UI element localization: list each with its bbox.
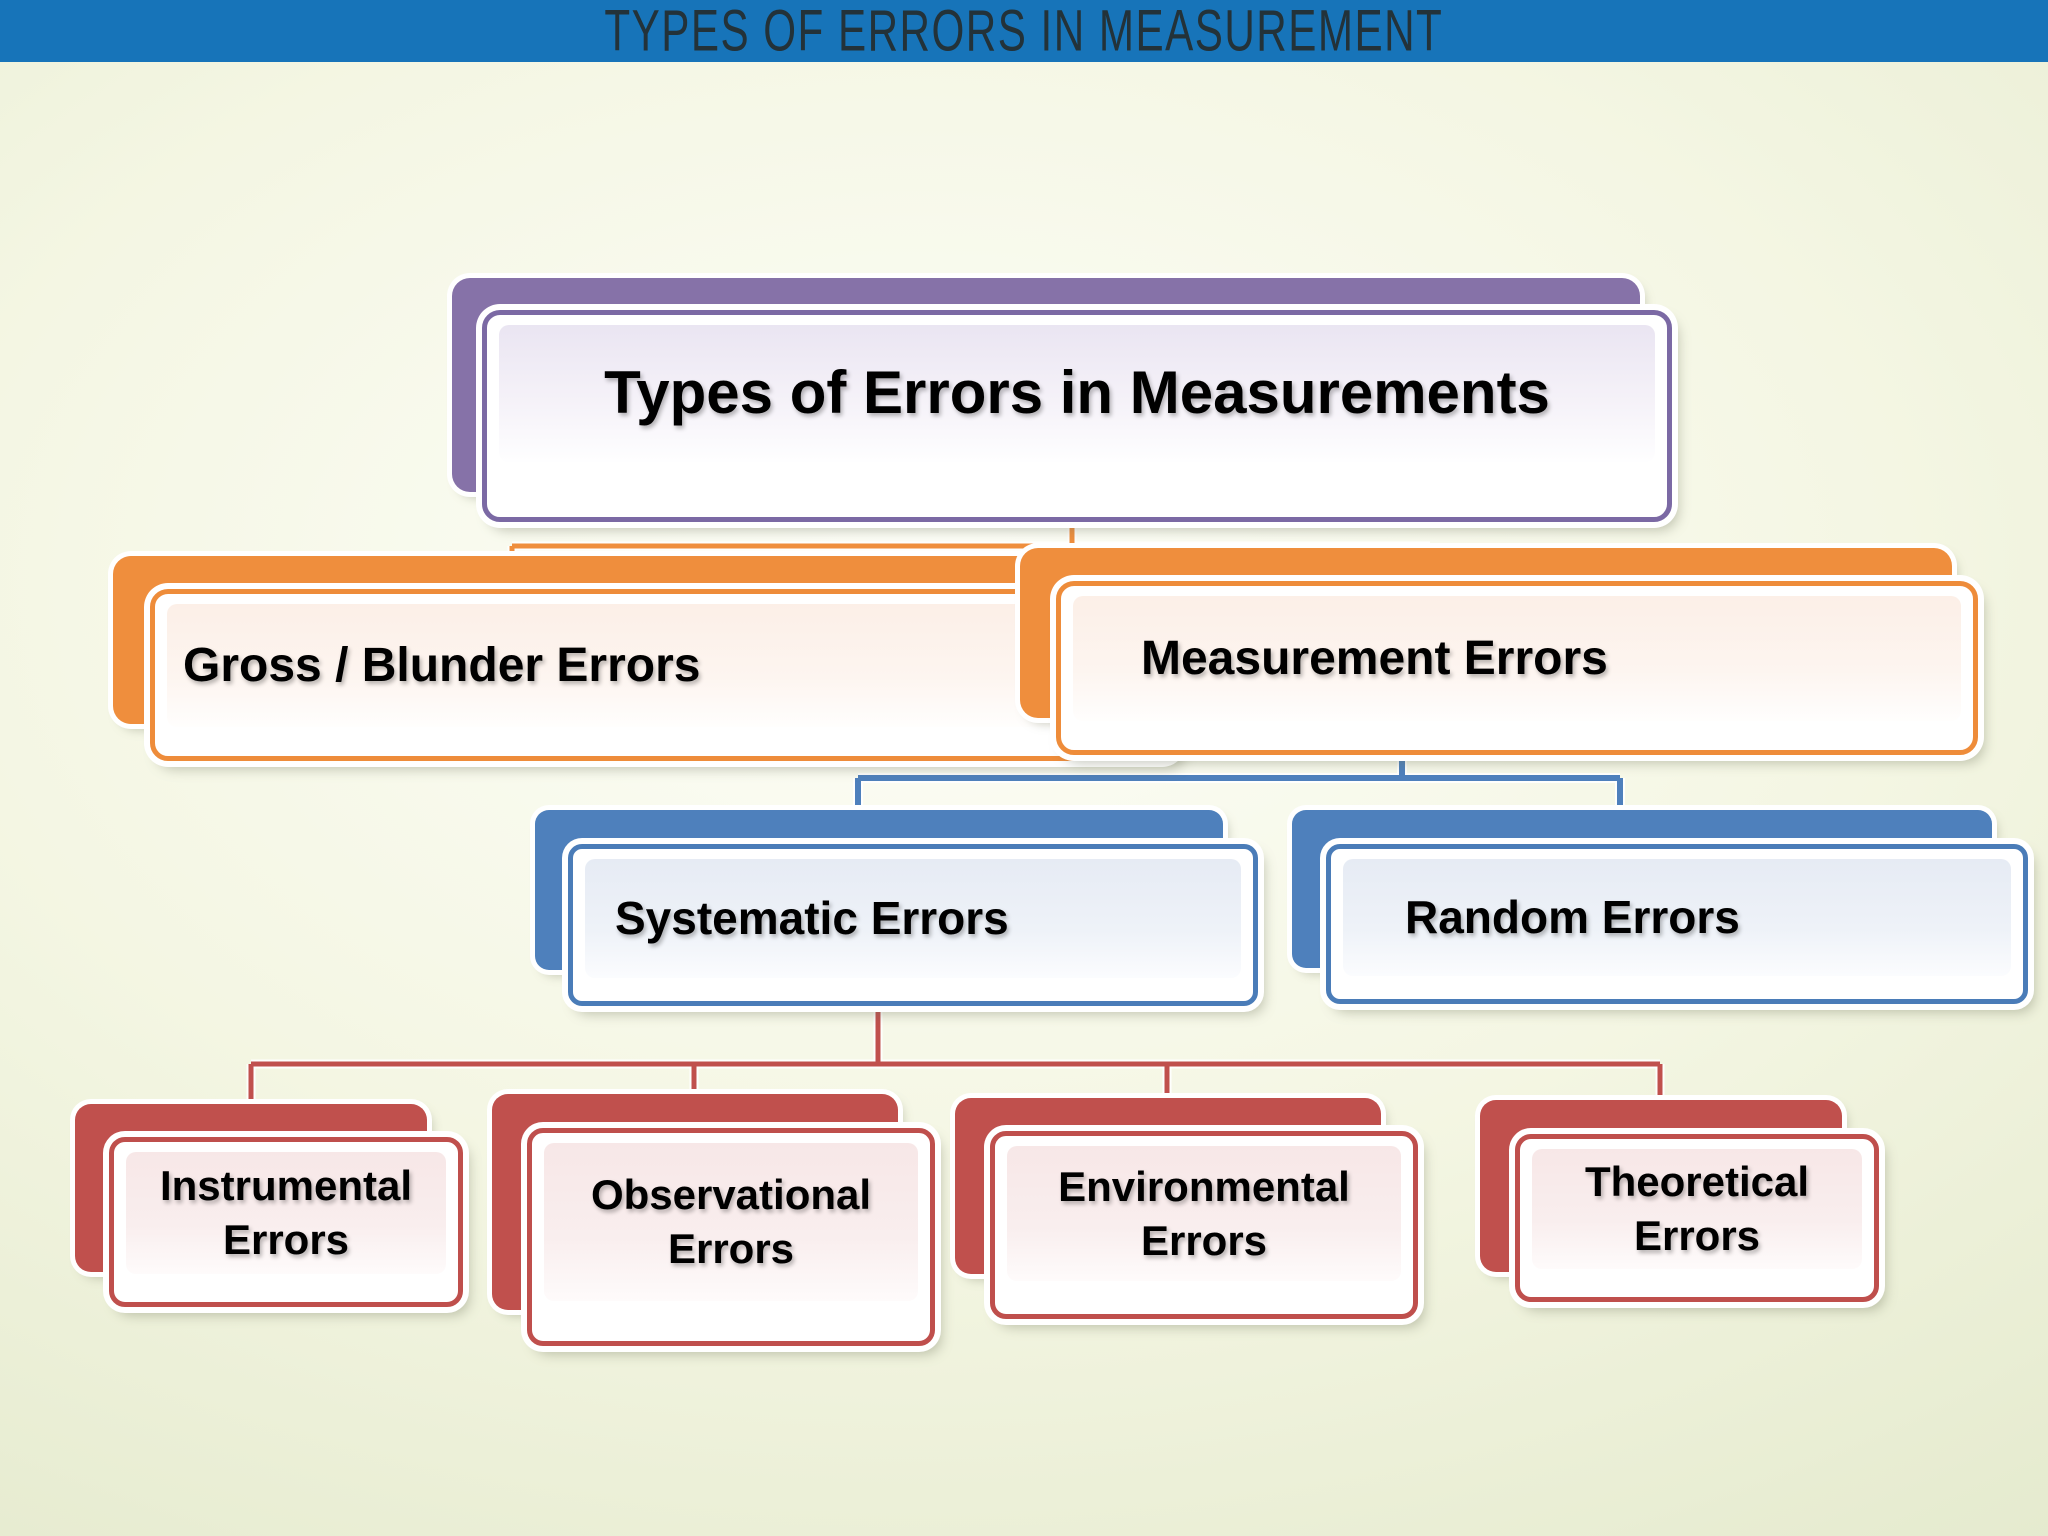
- node-front-shape: Types of Errors in Measurements: [482, 310, 1672, 522]
- banner-title: TYPES OF ERRORS IN MEASUREMENT: [604, 0, 1444, 64]
- node-random-errors: Random Errors: [1292, 810, 2032, 1010]
- node-front-shape: Measurement Errors: [1056, 581, 1978, 755]
- red-connector: [246, 1005, 1665, 1112]
- node-front-shape: Instrumental Errors: [109, 1137, 463, 1307]
- node-environmental-errors: Environmental Errors: [955, 1098, 1422, 1322]
- node-label: Gross / Blunder Errors: [183, 638, 701, 692]
- node-observational-errors: Observational Errors: [492, 1094, 939, 1350]
- node-label: Systematic Errors: [615, 891, 1009, 944]
- node-label: Types of Errors in Measurements: [604, 359, 1550, 427]
- node-label: Instrumental Errors: [159, 1162, 413, 1263]
- node-front-shape: Theoretical Errors: [1515, 1134, 1879, 1302]
- node-label: Observational Errors: [590, 1171, 872, 1273]
- node-instrumental-errors: Instrumental Errors: [75, 1104, 467, 1312]
- node-front-shape: Random Errors: [1326, 844, 2028, 1004]
- node-label: Measurement Errors: [1141, 631, 1608, 685]
- node-panel: Random Errors: [1343, 859, 2011, 976]
- node-systematic-errors: Systematic Errors: [535, 810, 1263, 1010]
- blue-connector: [853, 753, 1625, 820]
- node-panel: Measurement Errors: [1073, 596, 1961, 721]
- node-panel: Systematic Errors: [585, 859, 1241, 978]
- node-front-shape: Systematic Errors: [568, 844, 1258, 1006]
- orange-connector: [507, 521, 1432, 564]
- node-panel: Observational Errors: [544, 1143, 918, 1302]
- node-types-of-errors: Types of Errors in Measurements: [452, 278, 1676, 526]
- node-gross-blunder-errors: Gross / Blunder Errors: [113, 556, 1185, 766]
- node-label: Random Errors: [1405, 891, 1740, 944]
- banner: TYPES OF ERRORS IN MEASUREMENT: [0, 0, 2048, 62]
- node-front-shape: Environmental Errors: [990, 1131, 1418, 1319]
- node-panel: Instrumental Errors: [126, 1152, 446, 1274]
- node-front-shape: Observational Errors: [527, 1128, 935, 1346]
- node-label: Theoretical Errors: [1584, 1158, 1810, 1260]
- node-measurement-errors: Measurement Errors: [1020, 548, 1983, 760]
- node-theoretical-errors: Theoretical Errors: [1480, 1100, 1883, 1304]
- node-panel: Gross / Blunder Errors: [167, 604, 1163, 728]
- node-label: Environmental Errors: [1058, 1162, 1350, 1264]
- node-panel: Theoretical Errors: [1532, 1149, 1862, 1270]
- node-panel: Environmental Errors: [1007, 1146, 1401, 1282]
- node-panel: Types of Errors in Measurements: [499, 325, 1655, 463]
- node-front-shape: Gross / Blunder Errors: [150, 589, 1180, 761]
